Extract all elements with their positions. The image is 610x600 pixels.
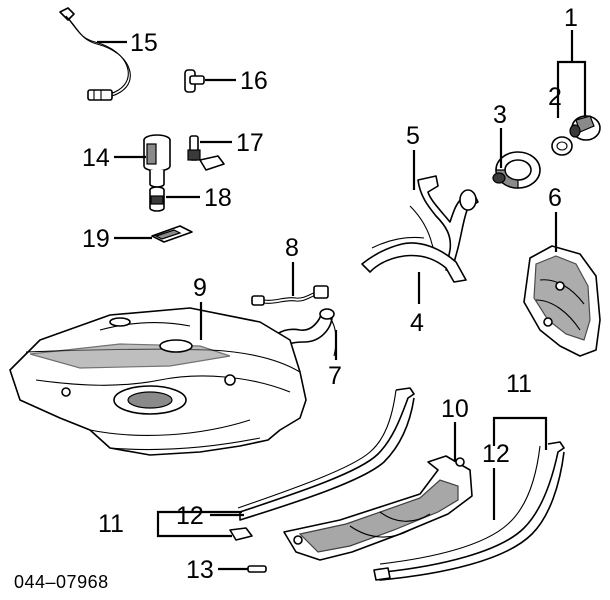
callout-1: 1 <box>564 4 578 32</box>
callout-10: 10 <box>441 395 469 423</box>
part-17-filter-bolt <box>187 135 225 171</box>
callout-3: 3 <box>493 101 507 129</box>
callout-7: 7 <box>328 362 342 390</box>
leader-11-right <box>492 416 548 450</box>
part-2-gasket <box>551 136 573 156</box>
part-6-filler-protector <box>523 245 601 357</box>
callout-19: 19 <box>82 225 110 253</box>
diagram-reference-number: 044–07968 <box>14 572 109 592</box>
part-4-filler-neck-bracket <box>361 236 467 283</box>
part-10-tank-protector <box>283 455 473 561</box>
callout-2: 2 <box>548 83 562 111</box>
part-16-clip <box>184 69 205 93</box>
part-3-filler-cap-holder <box>492 151 541 189</box>
callout-12-left: 12 <box>176 502 204 530</box>
part-9-fuel-tank <box>9 307 307 456</box>
leader-11-left <box>156 510 242 538</box>
callout-17: 17 <box>236 129 264 157</box>
callout-6: 6 <box>548 184 562 212</box>
leader-1 <box>556 60 587 118</box>
callout-15: 15 <box>130 29 158 57</box>
part-14-fuel-pump <box>143 134 171 188</box>
callout-5: 5 <box>406 122 420 150</box>
part-8-vent-hose <box>251 285 329 306</box>
part-11-12-right-tank-band <box>373 441 565 581</box>
callout-11-left: 11 <box>98 510 124 538</box>
part-19-plate <box>151 225 193 243</box>
part-1-fuel-cap <box>569 115 601 141</box>
callout-18: 18 <box>204 184 232 212</box>
callout-12-right: 12 <box>482 440 510 468</box>
part-15-sensor-wire <box>59 7 131 101</box>
part-18-filter <box>149 186 165 212</box>
callout-11-right: 11 <box>506 370 532 398</box>
part-13-bolt <box>247 565 267 573</box>
callout-9: 9 <box>193 274 207 302</box>
callout-13: 13 <box>186 556 214 584</box>
callout-16: 16 <box>240 67 268 95</box>
callout-14: 14 <box>82 144 110 172</box>
part-5-filler-pipe <box>409 175 479 271</box>
callout-8: 8 <box>285 234 299 262</box>
callout-4: 4 <box>410 309 424 337</box>
